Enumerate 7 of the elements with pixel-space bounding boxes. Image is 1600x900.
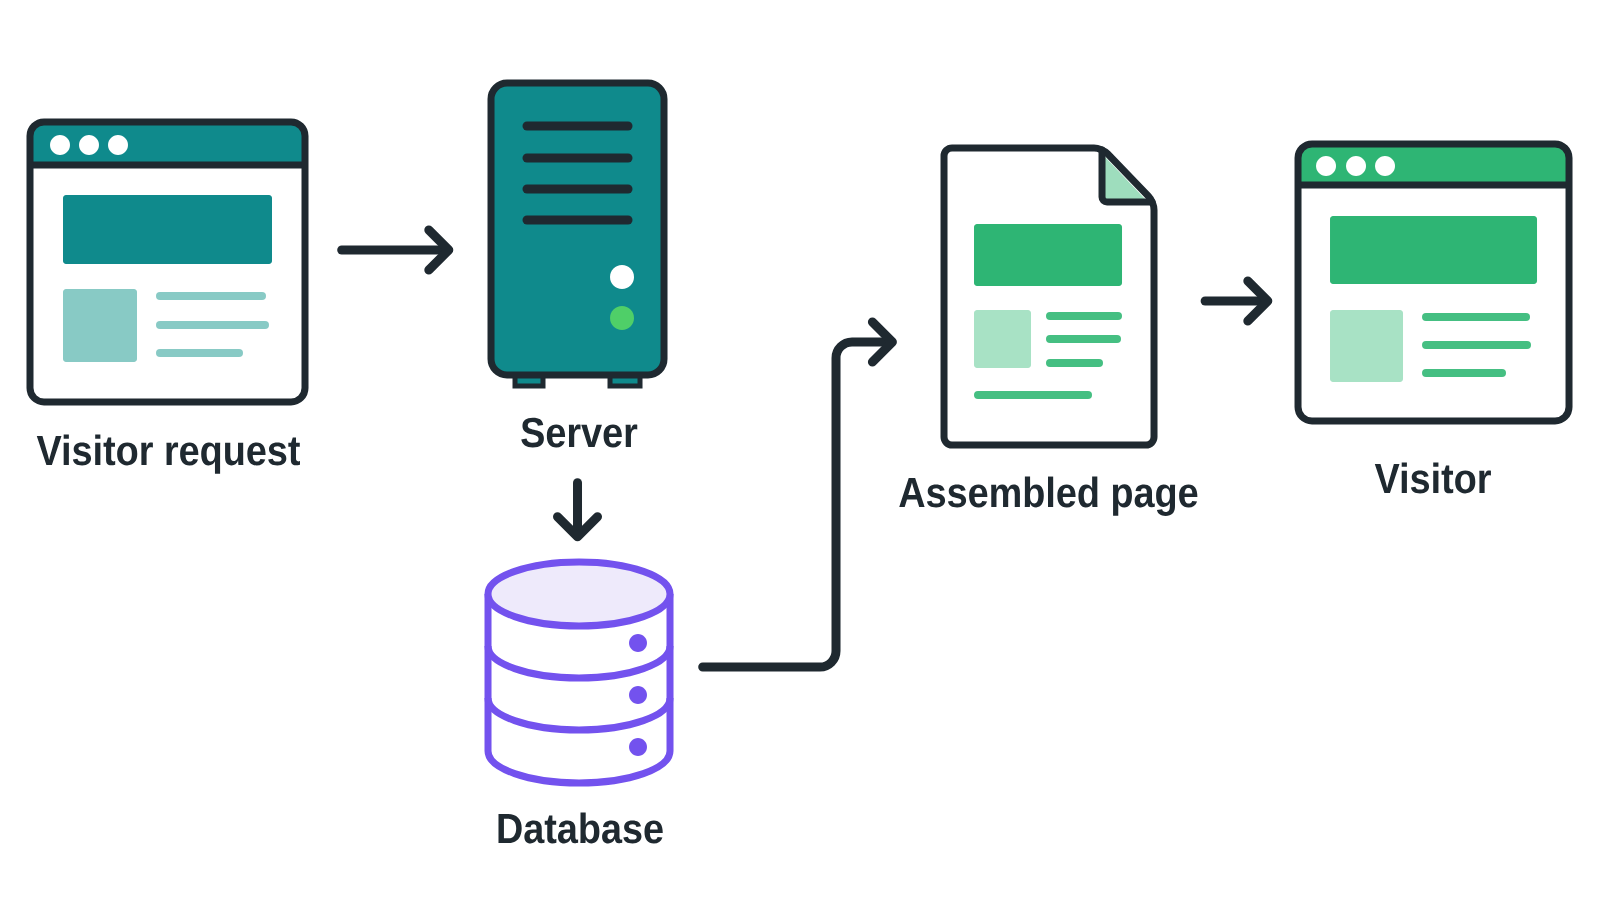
node-label: Visitor request (36, 434, 300, 474)
node-label: Assembled page (899, 476, 1198, 516)
arrow (698, 317, 897, 672)
arrow (337, 225, 454, 275)
node-label: Server (521, 417, 638, 448)
node-label: Database (498, 812, 663, 844)
node-label: Visitor (1374, 462, 1491, 494)
